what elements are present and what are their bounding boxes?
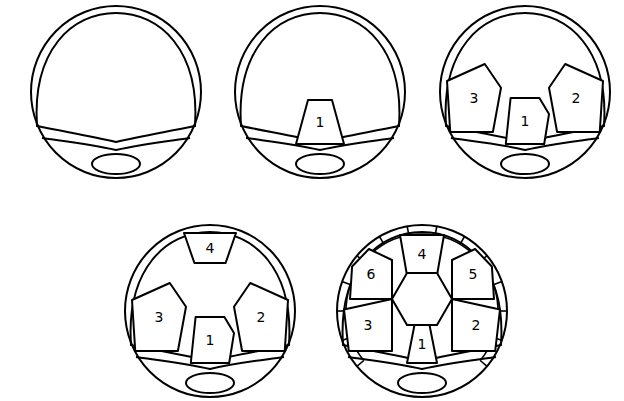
scute-number: 3 <box>364 318 373 332</box>
scute-shape: 2 <box>234 283 288 351</box>
scute-shape: 1 <box>296 100 344 144</box>
scute-number: 1 <box>521 114 530 128</box>
scute-shape: 4 <box>400 235 444 273</box>
scute-number: 2 <box>572 91 581 105</box>
scute-number: 2 <box>472 318 481 332</box>
scute-shape: 5 <box>452 249 494 299</box>
scute-shape: 6 <box>350 249 392 299</box>
scute-number: 4 <box>206 241 215 255</box>
scute-shape: 3 <box>132 283 186 351</box>
scute-number: 1 <box>206 333 215 347</box>
scute-shape: 3 <box>447 64 501 132</box>
scute-number: 1 <box>418 337 427 351</box>
scute-shape: 3 <box>344 299 392 351</box>
scute-number: 6 <box>367 267 376 281</box>
scute-shape: 1 <box>501 98 549 144</box>
scute-number: 5 <box>469 267 478 281</box>
scute-shape: 1 <box>407 325 437 363</box>
scute-shape: 2 <box>549 64 603 132</box>
scute-number: 4 <box>418 247 427 261</box>
scute-shape: 2 <box>452 299 500 351</box>
scute-shape: 4 <box>184 233 236 263</box>
scute-number: 3 <box>155 310 164 324</box>
scute-number: 2 <box>257 310 266 324</box>
scute-number: 3 <box>470 91 479 105</box>
scute-shape: 1 <box>186 317 234 363</box>
scute-number: 1 <box>316 115 325 129</box>
